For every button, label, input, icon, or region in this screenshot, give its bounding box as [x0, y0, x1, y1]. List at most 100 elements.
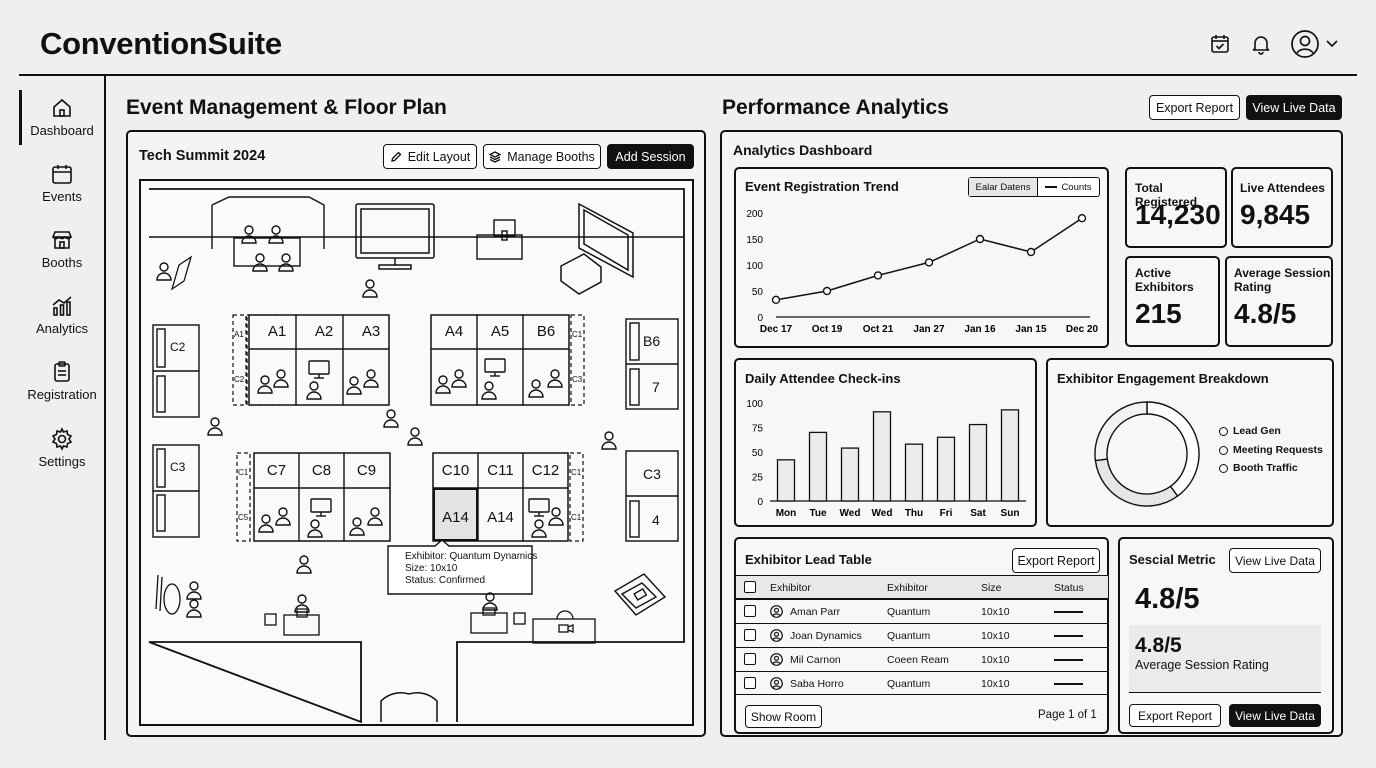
view-live-data-button[interactable]: View Live Data — [1246, 95, 1342, 120]
booth-c12-label[interactable]: C12 — [531, 462, 560, 479]
booth-block-c[interactable] — [236, 452, 391, 542]
booth-a14-label[interactable]: A14 — [487, 509, 514, 526]
tooltip-exhibitor: Exhibitor: Quantum Dynamics — [405, 551, 538, 562]
x-tick-label: Fri — [940, 508, 953, 519]
stat-label: Live Attendees — [1240, 181, 1325, 195]
sidebar-item-events[interactable]: Events — [20, 162, 104, 204]
stat-label: Active Exhibitors — [1135, 266, 1194, 294]
dashboard-title: Analytics Dashboard — [733, 142, 873, 158]
booth-a14-selected-label[interactable]: A14 — [442, 509, 469, 526]
table-row[interactable]: Joan Dynamics Quantum 10x10 — [736, 623, 1108, 647]
booth-a4-label[interactable]: A4 — [444, 323, 464, 340]
session-live-data-bottom-button[interactable]: View Live Data — [1229, 704, 1321, 727]
manage-booths-button[interactable]: Manage Booths — [483, 144, 601, 169]
column-header[interactable]: Exhibitor — [887, 582, 928, 594]
export-report-button[interactable]: Export Report — [1149, 95, 1240, 120]
row-checkbox[interactable] — [744, 629, 756, 641]
booth-c11-label[interactable]: C11 — [487, 462, 514, 479]
booth-c3-wall-label[interactable]: C3 — [643, 466, 661, 482]
bell-icon[interactable] — [1247, 30, 1275, 58]
booth-c8-label[interactable]: C8 — [311, 462, 332, 479]
booth-block-a[interactable] — [246, 314, 390, 406]
user-avatar-icon[interactable] — [1289, 28, 1321, 60]
pagination-label[interactable]: Page 1 of 1 — [1038, 709, 1097, 721]
exhibitor-name: Saba Horro — [790, 678, 844, 690]
toggle-counts[interactable]: Counts — [1038, 178, 1099, 196]
legend-item-booth-traffic[interactable]: Booth Traffic — [1219, 462, 1298, 474]
booth-b6-label[interactable]: B6 — [536, 323, 556, 340]
row-checkbox[interactable] — [744, 605, 756, 617]
donut-slice — [1094, 458, 1179, 507]
trend-toggle[interactable]: Ealar Datens Counts — [968, 177, 1100, 197]
sidebar-item-dashboard[interactable]: Dashboard — [20, 96, 104, 138]
entrance-doors[interactable] — [380, 692, 438, 722]
session-live-data-button[interactable]: View Live Data — [1229, 548, 1321, 573]
lead-export-button[interactable]: Export Report — [1012, 548, 1100, 573]
stat-value: 4.8/5 — [1234, 298, 1297, 329]
booth-block-d[interactable] — [432, 452, 584, 542]
legend-item-lead-gen[interactable]: Lead Gen — [1219, 425, 1281, 437]
booth-a2-label[interactable]: A2 — [314, 323, 334, 340]
engagement-donut-chart[interactable] — [1048, 360, 1332, 525]
session-metric-title: Sescial Metric — [1129, 552, 1216, 567]
sidebar-item-registration[interactable]: Registration — [20, 360, 104, 402]
stat-label: Average Session Rating — [1234, 266, 1331, 294]
calendar-check-icon[interactable] — [1206, 30, 1234, 58]
strip-label: C1 — [572, 330, 583, 339]
booth-a1-label[interactable]: A1 — [267, 323, 287, 340]
booth-c10-label[interactable]: C10 — [441, 462, 470, 479]
toggle-dates[interactable]: Ealar Datens — [969, 178, 1038, 196]
table-row[interactable]: Aman Parr Quantum 10x10 — [736, 599, 1108, 623]
data-point — [975, 234, 985, 244]
booth-a3-label[interactable]: A3 — [361, 323, 381, 340]
donut-slice — [1146, 401, 1200, 498]
select-all-checkbox[interactable] — [744, 581, 756, 593]
y-tick-label: 100 — [746, 261, 763, 272]
column-header[interactable]: Exhibitor — [770, 582, 811, 594]
show-room-button[interactable]: Show Room — [745, 705, 822, 728]
booth-c3-label[interactable]: C3 — [170, 460, 186, 474]
sidebar-item-booths[interactable]: Booths — [20, 228, 104, 270]
floor-plan-map[interactable] — [139, 179, 695, 727]
booth-c9-label[interactable]: C9 — [356, 462, 377, 479]
edit-layout-button[interactable]: Edit Layout — [383, 144, 477, 169]
user-icon — [770, 605, 783, 618]
x-tick-label: Jan 16 — [964, 324, 996, 335]
live-attendees-card: Live Attendees 9,845 — [1231, 167, 1333, 248]
booth-block-b[interactable] — [430, 314, 585, 406]
row-checkbox[interactable] — [744, 653, 756, 665]
session-metric-caption: Average Session Rating — [1135, 658, 1269, 672]
column-header[interactable]: Size — [981, 582, 1002, 594]
row-checkbox[interactable] — [744, 677, 756, 689]
wall-booths-right-bottom[interactable] — [625, 450, 679, 542]
session-export-button[interactable]: Export Report — [1129, 704, 1221, 727]
edit-layout-label: Edit Layout — [407, 149, 471, 164]
add-session-button[interactable]: Add Session — [607, 144, 694, 169]
table-row[interactable]: Mil Carnon Coeen Ream 10x10 — [736, 647, 1108, 671]
booth-b6-wall-label[interactable]: B6 — [643, 333, 661, 349]
y-tick-label: 50 — [752, 448, 764, 459]
booth-a5-label[interactable]: A5 — [490, 323, 510, 340]
sidebar-item-analytics[interactable]: Analytics — [20, 294, 104, 336]
chevron-down-icon[interactable] — [1324, 30, 1340, 58]
column-header[interactable]: Status — [1054, 582, 1084, 594]
legend-marker-icon — [1219, 426, 1228, 436]
session-metric-value-small: 4.8/5 — [1135, 634, 1182, 657]
table-row[interactable]: Saba Horro Quantum 10x10 — [736, 671, 1108, 695]
x-tick-label: Sun — [1001, 508, 1020, 519]
booth-7-wall-label[interactable]: 7 — [652, 379, 660, 395]
x-tick-label: Tue — [809, 508, 826, 519]
booth-c7-label[interactable]: C7 — [266, 462, 287, 479]
wall-booths-left-bottom[interactable] — [152, 444, 200, 538]
booth-4-wall-label[interactable]: 4 — [652, 512, 660, 528]
bar — [872, 411, 892, 502]
wall-booths-right-top[interactable] — [625, 318, 679, 410]
legend-item-meeting-requests[interactable]: Meeting Requests — [1219, 444, 1323, 456]
exhibitor-company: Quantum — [887, 606, 931, 618]
manage-booths-label: Manage Booths — [507, 149, 595, 164]
wall-booths-left-top[interactable] — [152, 324, 200, 418]
sidebar-item-settings[interactable]: Settings — [20, 427, 104, 469]
booth-c2-label[interactable]: C2 — [170, 340, 186, 354]
